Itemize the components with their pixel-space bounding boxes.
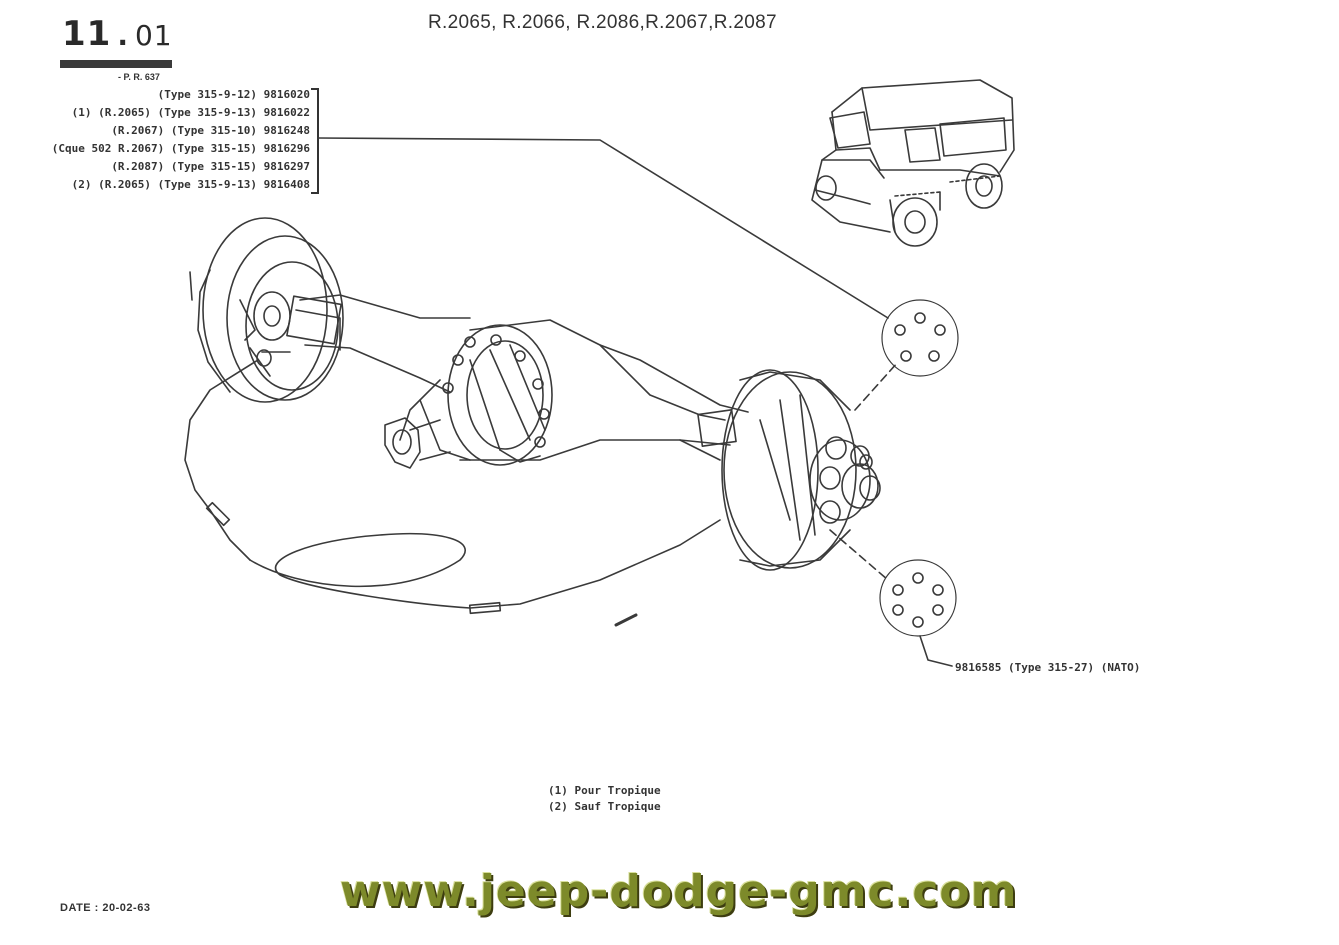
reference-item: (2) (R.2065) (Type 315-9-13) 9816408 (71, 178, 310, 192)
left-brake-drum (189, 217, 344, 403)
reference-item: (R.2087) (Type 315-15) 9816297 (111, 160, 310, 174)
reference-item: (Cque 502 R.2067) (Type 315-15) 9816296 (51, 142, 310, 156)
footnote-item: (1) Pour Tropique (548, 784, 661, 797)
document-date: DATE : 20-02-63 (60, 902, 151, 914)
footnotes: (1) Pour Tropique (2) Sauf Tropique (548, 783, 661, 815)
right-hub-studs (809, 436, 881, 524)
page-number-dot: . (117, 19, 129, 52)
bolt-pattern-bottom (879, 559, 957, 637)
footnote-item: (2) Sauf Tropique (548, 800, 661, 813)
website-watermark: www.jeep-dodge-gmc.com (340, 866, 1018, 917)
model-list: R.2065, R.2066, R.2086,R.2067,R.2087 (428, 12, 777, 33)
left-axle-tube (286, 294, 471, 393)
dashed-connector-top (854, 361, 899, 411)
leader-line-nato (919, 635, 953, 667)
bolt-pattern-top (881, 299, 959, 377)
reference-list: (Type 315-9-12) 9816020 (1) (R.2065) (Ty… (20, 86, 310, 195)
reference-item: (1) (R.2065) (Type 315-9-13) 9816022 (71, 106, 310, 120)
page-number-main: 11 (62, 14, 112, 54)
right-brake-drum (721, 369, 857, 571)
reference-bracket (311, 88, 319, 194)
dashed-connector-bottom (829, 529, 889, 581)
differential-housing (399, 319, 726, 466)
right-axle-tube (599, 344, 749, 448)
pinion-flange (384, 417, 451, 469)
page-number-sub: 01 (134, 19, 173, 52)
header-bar (60, 60, 172, 68)
reference-item: (R.2067) (Type 315-10) 9816248 (111, 124, 310, 138)
handbrake-cable (184, 359, 721, 627)
vehicle-illustration (811, 79, 1015, 247)
nato-reference: 9816585 (Type 315-27) (NATO) (955, 661, 1141, 674)
leader-line-refs (317, 137, 889, 319)
page-number: 11.01 (62, 14, 173, 54)
pr-reference: - P. R. 637 (118, 72, 160, 82)
reference-item: (Type 315-9-12) 9816020 (157, 88, 310, 101)
